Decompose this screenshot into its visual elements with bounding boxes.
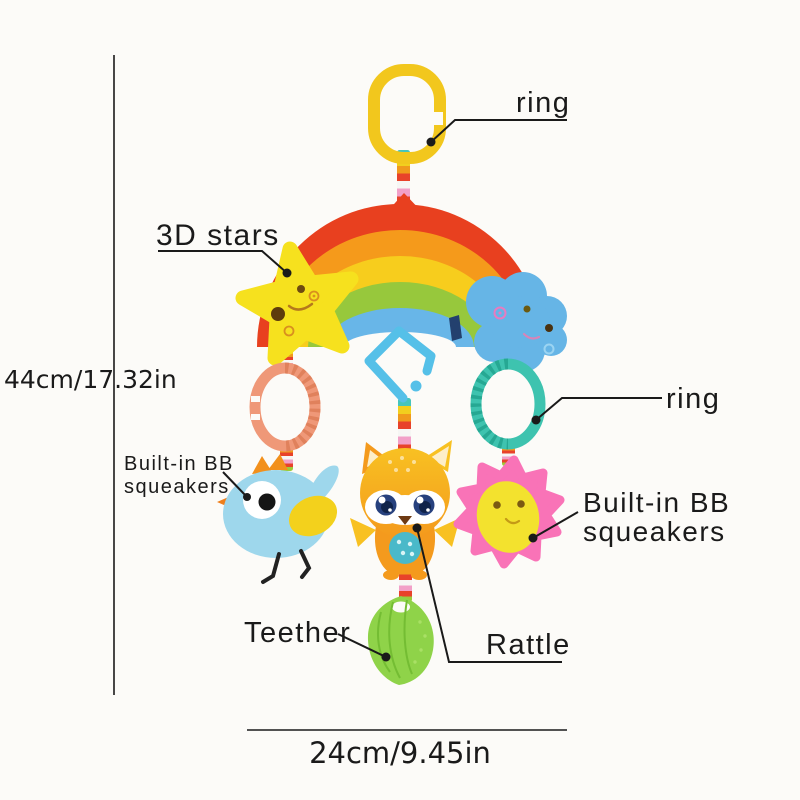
diamond-clip-right-side bbox=[394, 326, 436, 376]
clip-notch bbox=[433, 112, 443, 125]
fox-ear-left-inner bbox=[367, 450, 384, 467]
star-plush bbox=[235, 241, 359, 366]
callout-ring-right: ring bbox=[531, 383, 720, 425]
callouts: ring 3D stars Built-in BB squeakers ring… bbox=[124, 87, 730, 663]
dimension-annotations: 44cm/17.32in 24cm/9.45in bbox=[4, 55, 567, 770]
teether-leaf bbox=[367, 596, 434, 685]
rainbow-peak bbox=[386, 193, 423, 213]
callout-rattle: Rattle bbox=[412, 523, 571, 663]
callout-squeakers-left: Built-in BB squeakers bbox=[124, 453, 251, 501]
fox-belly-patch bbox=[389, 532, 421, 564]
label-squeakers-left-line2: squeakers bbox=[124, 476, 230, 498]
callout-teether: Teether bbox=[244, 617, 391, 662]
cloud-pink-swirl-dot bbox=[498, 311, 502, 315]
sun-face bbox=[476, 481, 540, 553]
fox-ear-right-inner bbox=[430, 446, 449, 467]
width-dimension-label: 24cm/9.45in bbox=[309, 736, 491, 770]
bird-eye bbox=[258, 493, 276, 511]
teething-ring-right bbox=[470, 358, 546, 450]
sun-plush bbox=[453, 455, 565, 569]
diamond-clip-ball bbox=[410, 380, 422, 392]
leaf-ribs bbox=[377, 599, 413, 679]
fox-foot-left bbox=[383, 570, 399, 580]
height-dimension-label: 44cm/17.32in bbox=[4, 365, 177, 394]
fox-plush bbox=[350, 440, 460, 580]
cloud-smile bbox=[522, 332, 541, 340]
bird-crest-2 bbox=[268, 454, 288, 470]
cloud-pink-swirl bbox=[493, 306, 507, 320]
bird-wing bbox=[288, 495, 338, 537]
diamond-clip bbox=[364, 326, 436, 403]
label-ring-top: ring bbox=[516, 87, 570, 119]
star-chin-swirl bbox=[283, 325, 295, 337]
star-eye-left bbox=[271, 307, 285, 321]
strap-center-lower bbox=[398, 398, 411, 460]
ring-left-gap-1 bbox=[251, 396, 260, 402]
fox-eye-right-glint bbox=[426, 508, 430, 512]
label-squeakers-right-line1: Built-in BB bbox=[583, 487, 730, 518]
callout-3d-stars: 3D stars bbox=[156, 219, 292, 278]
star-body bbox=[235, 241, 359, 366]
ring-right-texture bbox=[470, 358, 509, 450]
bird-leg-left bbox=[261, 552, 281, 584]
fox-wing-left bbox=[350, 518, 376, 547]
label-rattle: Rattle bbox=[486, 629, 571, 661]
star-smile bbox=[287, 302, 314, 311]
star-eye-right bbox=[297, 285, 305, 293]
fox-eye-left-highlight bbox=[378, 496, 386, 504]
bird-leg-right bbox=[299, 549, 312, 579]
fox-foot-right bbox=[411, 570, 427, 580]
fox-eye-left-glint bbox=[388, 508, 392, 512]
callout-squeakers-right: Built-in BB squeakers bbox=[528, 487, 730, 547]
ring-left-gap-2 bbox=[251, 414, 260, 420]
fox-belly-dots bbox=[396, 539, 415, 557]
fox-speckles bbox=[388, 456, 416, 472]
bird-plush bbox=[217, 454, 339, 584]
callout-ring-top: ring bbox=[426, 87, 570, 147]
sun-smile bbox=[504, 517, 521, 525]
star-cheek-swirl bbox=[308, 290, 320, 302]
fox-eye-right-highlight bbox=[416, 496, 424, 504]
rainbow-inner-hole bbox=[344, 332, 456, 347]
sun-eye-left bbox=[493, 501, 501, 509]
label-squeakers-left-line1: Built-in BB bbox=[124, 453, 234, 475]
label-3d-stars: 3D stars bbox=[156, 219, 280, 252]
sun-eye-right bbox=[517, 500, 525, 508]
cloud-eye-right bbox=[545, 324, 553, 332]
label-ring-right: ring bbox=[666, 383, 720, 415]
cloud-eye-left bbox=[523, 305, 531, 313]
cloud-body bbox=[466, 272, 567, 372]
bird-crest-1 bbox=[252, 456, 272, 474]
cloud-light-swirl bbox=[543, 343, 555, 355]
label-teether: Teether bbox=[244, 617, 351, 649]
diamond-clip-left-side bbox=[364, 326, 408, 403]
star-cheek-swirl-dot bbox=[312, 294, 316, 298]
fox-wing-right bbox=[434, 518, 460, 547]
label-squeakers-right-line2: squeakers bbox=[583, 516, 726, 547]
teething-ring-left bbox=[249, 362, 321, 452]
leaf-dots bbox=[413, 620, 427, 664]
fox-nose bbox=[398, 516, 412, 525]
cloud-tag bbox=[449, 315, 462, 341]
hanging-clip-ring bbox=[368, 64, 446, 164]
